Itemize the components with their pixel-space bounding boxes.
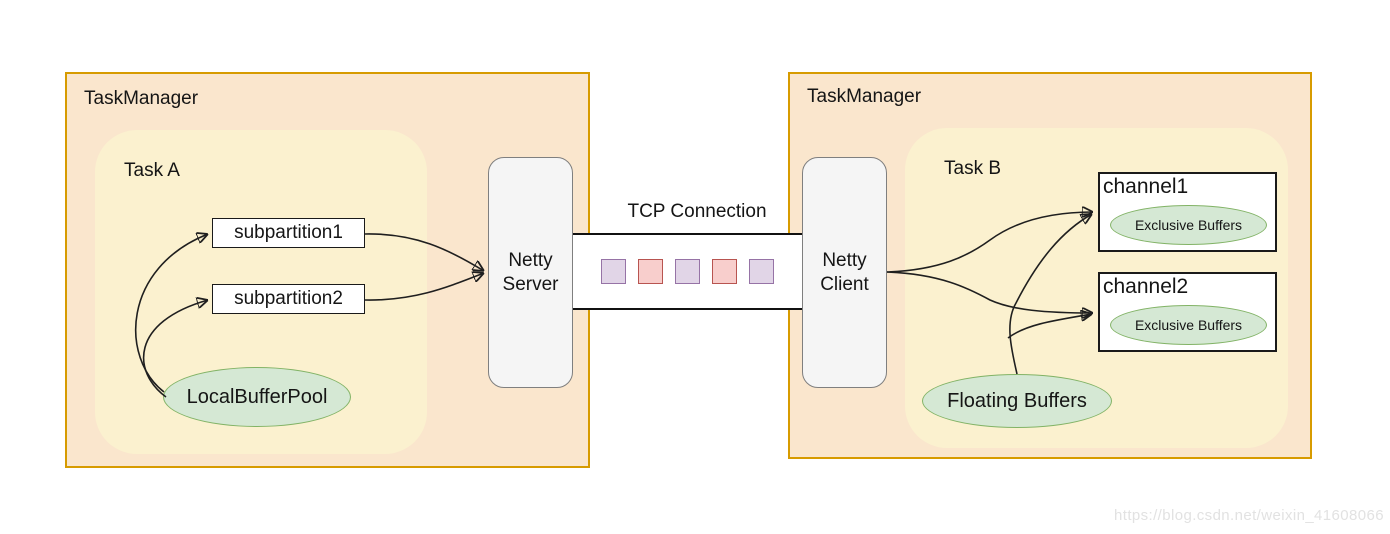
right-taskmanager-label: TaskManager [807,86,922,107]
tcp-connection-label: TCP Connection [627,201,767,222]
channel2-box: channel2 Exclusive Buffers [1098,272,1277,352]
floating-buffers-ellipse: Floating Buffers [922,374,1112,428]
subpartition1-box: subpartition1 [212,218,365,248]
channel1-exclusive-buffers-ellipse: Exclusive Buffers [1110,205,1267,245]
subpartition2-box: subpartition2 [212,284,365,314]
netty-client-box: Netty Client [802,157,887,388]
channel1-box: channel1 Exclusive Buffers [1098,172,1277,252]
netty-server-box: Netty Server [488,157,573,388]
watermark: https://blog.csdn.net/weixin_41608066 [1114,507,1384,524]
channel2-exclusive-buffers-ellipse: Exclusive Buffers [1110,305,1267,345]
purple-buffer-square [675,259,700,284]
task-b-label: Task B [944,158,1002,179]
task-a-label: Task A [124,160,180,181]
local-buffer-pool-ellipse: LocalBufferPool [163,367,351,427]
left-taskmanager-label: TaskManager [84,88,199,109]
tcp-pipe-buffers [573,233,802,310]
red-buffer-square [638,259,663,284]
channel2-label: channel2 [1103,275,1189,298]
red-buffer-square [712,259,737,284]
channel1-label: channel1 [1103,175,1189,198]
purple-buffer-square [749,259,774,284]
purple-buffer-square [601,259,626,284]
